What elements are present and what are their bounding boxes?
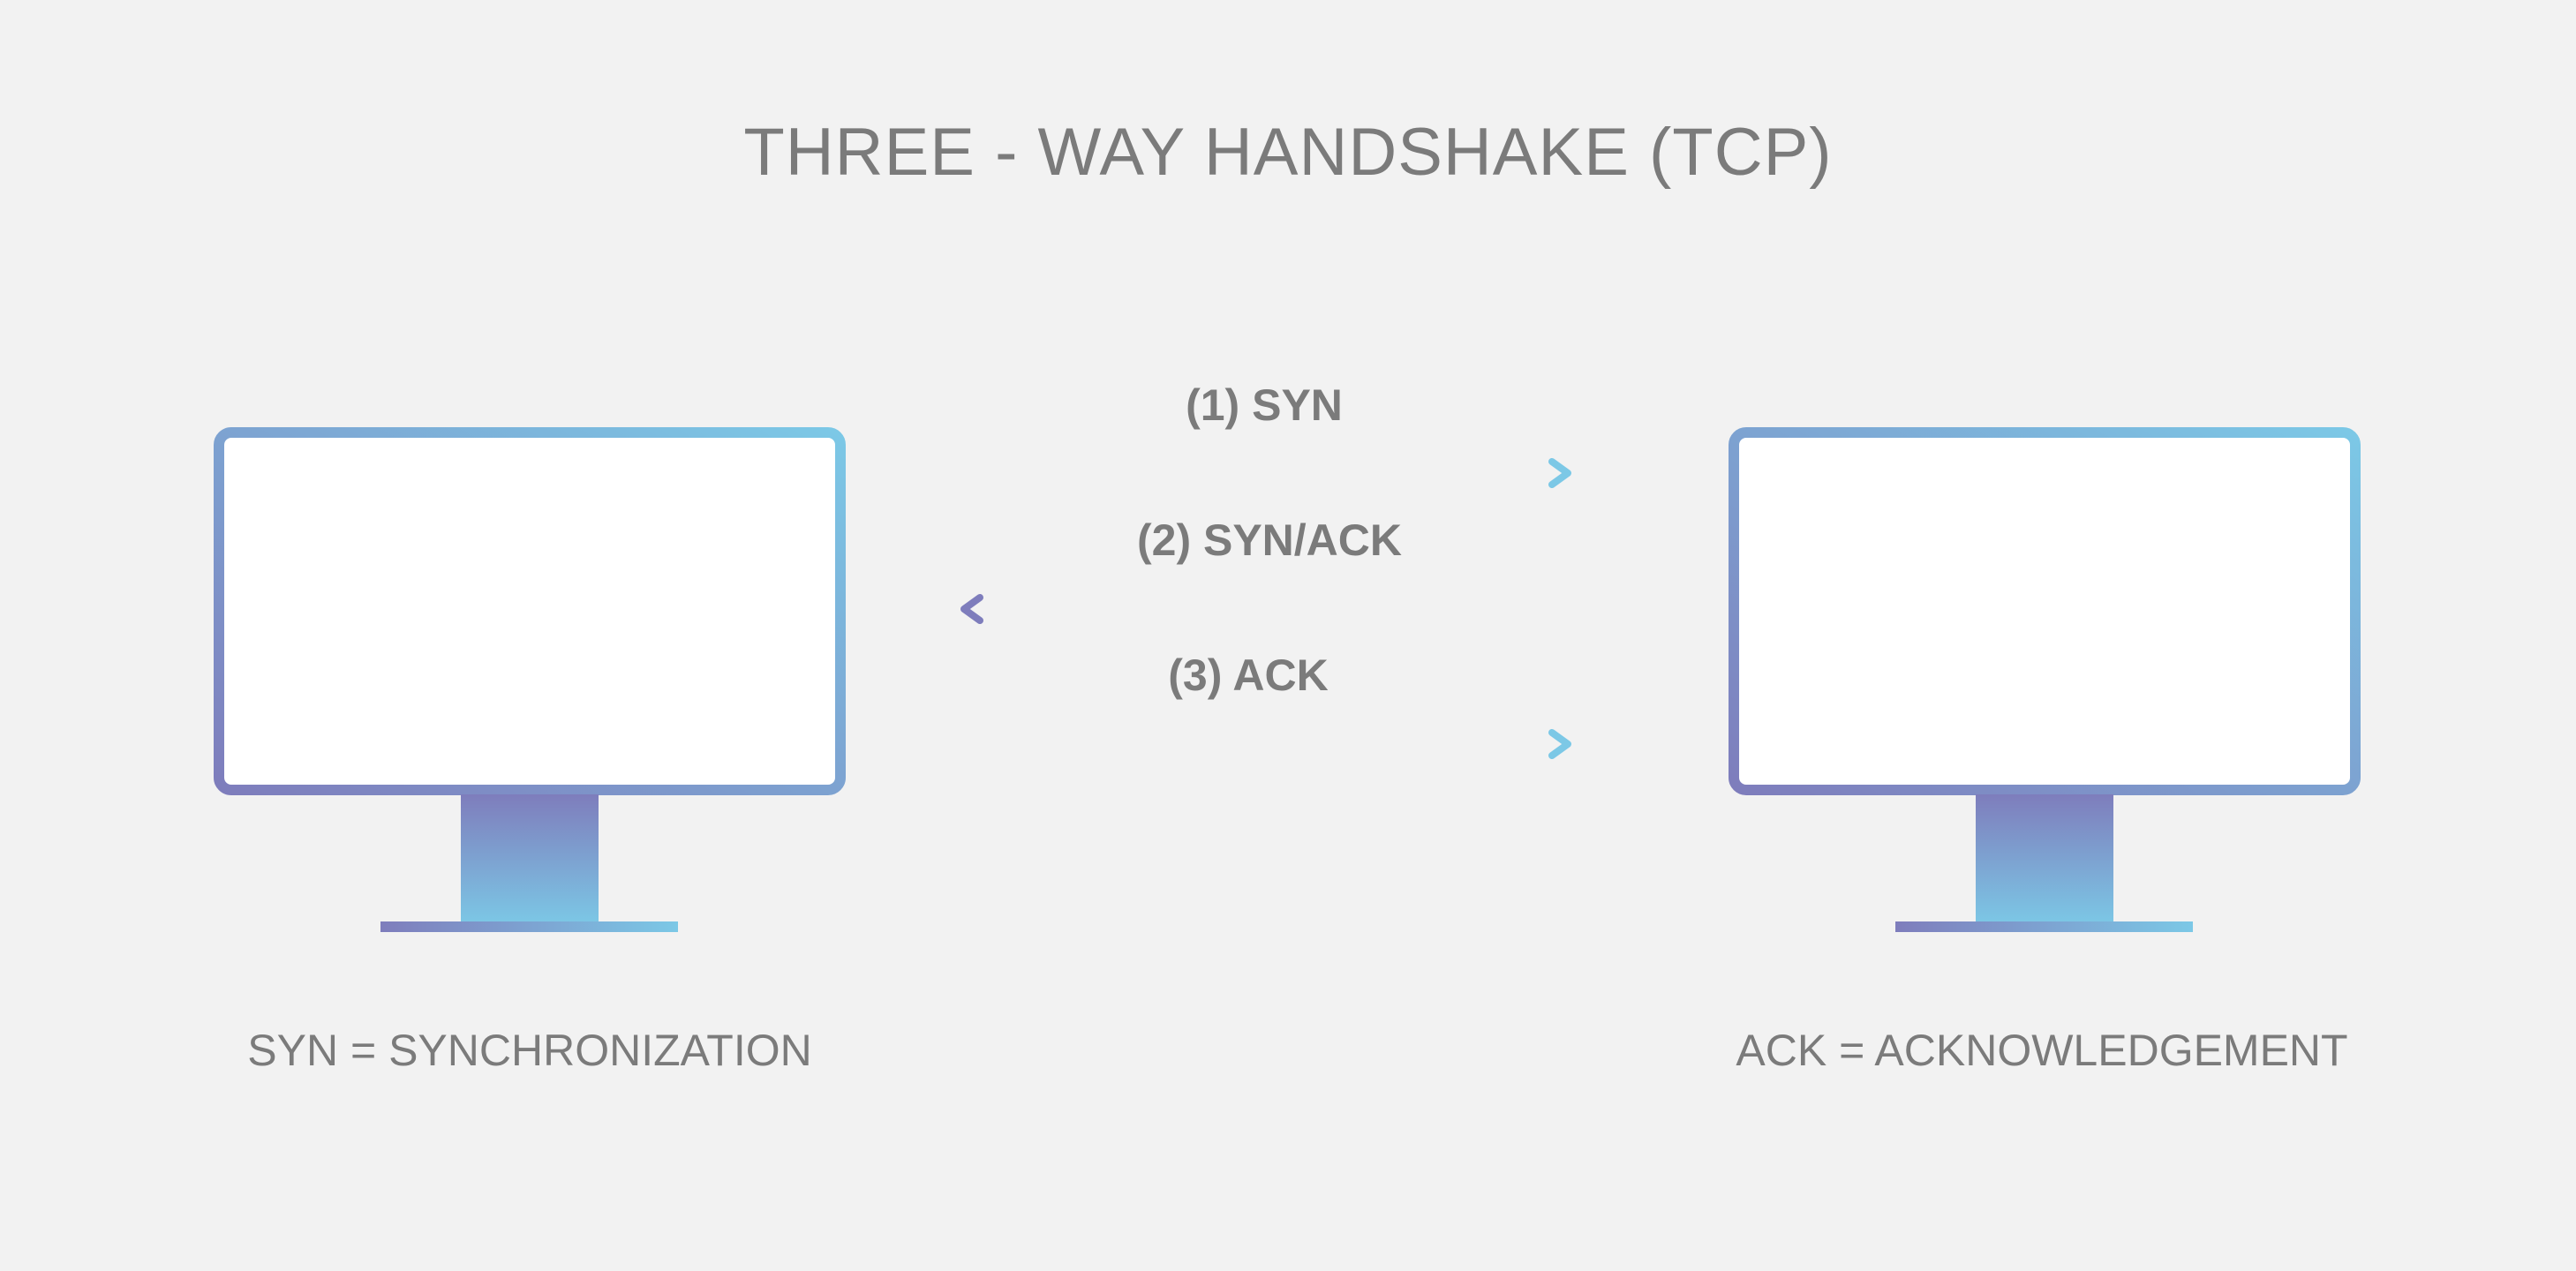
step-3-arrow-right-icon	[960, 729, 1571, 759]
diagram-title: THREE - WAY HANDSHAKE (TCP)	[743, 115, 1832, 190]
step-1-label: (1) SYN	[1186, 380, 1343, 430]
right-monitor-base	[1895, 921, 2193, 932]
step-2-label: (2) SYN/ACK	[1137, 515, 1402, 565]
legend-ack-definition: ACK = ACKNOWLEDGEMENT	[1736, 1026, 2347, 1075]
left-computer-monitor-icon	[214, 427, 846, 932]
right-computer-monitor-icon	[1729, 427, 2361, 932]
step-1-arrow-right-icon	[960, 458, 1571, 488]
left-monitor-stand	[461, 794, 599, 925]
left-monitor-frame	[214, 427, 846, 795]
step-3-label: (3) ACK	[1168, 651, 1328, 700]
right-monitor-frame	[1729, 427, 2361, 795]
step-2-arrow-left-icon	[960, 594, 1571, 624]
right-monitor-stand	[1976, 794, 2113, 925]
left-monitor-base	[380, 921, 678, 932]
legend-syn-definition: SYN = SYNCHRONIZATION	[247, 1026, 811, 1075]
